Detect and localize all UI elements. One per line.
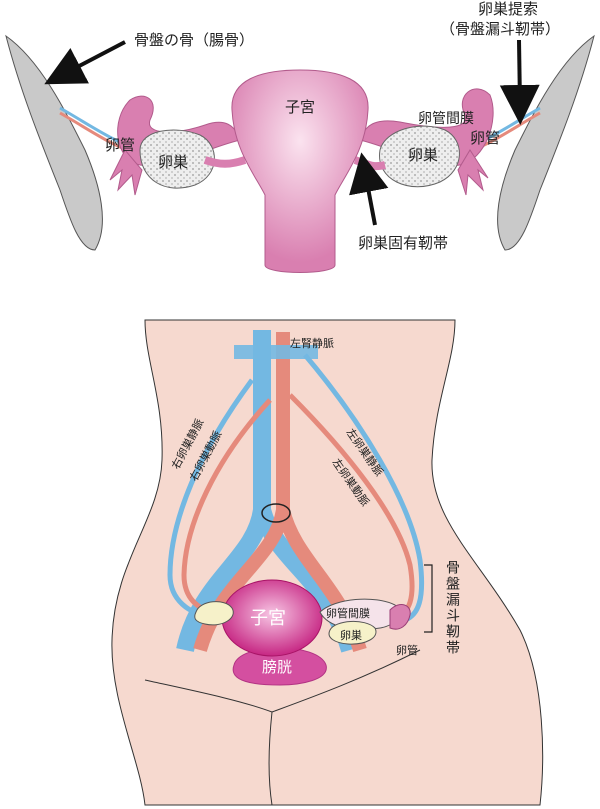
right-fimbriae (457, 149, 489, 196)
arrow-suspensory-ligament (499, 39, 540, 125)
top-figure: 骨盤の骨（腸骨） 卵巣提索 （骨盤漏斗靭帯） 子宮 卵管間膜 卵管 卵管 卵巣 … (5, 0, 595, 273)
label-uterus-bottom: 子宮 (250, 608, 286, 629)
label-ovarian-ligament: 卵巣固有靭帯 (358, 234, 448, 252)
tube-bottom (389, 604, 411, 630)
left-ovarian-artery (288, 393, 415, 620)
left-ovarian-ligament (203, 156, 247, 168)
label-pelvic-bone: 骨盤の骨（腸骨） (134, 31, 254, 49)
label-mesosalpinx-top: 卵管間膜 (418, 111, 474, 127)
right-ovarian-vein (167, 378, 255, 618)
right-ovary (379, 125, 460, 188)
label-ovary-right: 卵巣 (408, 146, 438, 164)
left-fimbriae (109, 149, 143, 196)
ovary-bottom (328, 621, 377, 645)
label-ovary-left: 卵巣 (158, 153, 188, 171)
label-bladder: 膀胱 (262, 658, 292, 676)
right-ovarian-artery (181, 398, 272, 615)
label-tube-right: 卵管 (470, 129, 500, 147)
body-silhouette (111, 319, 544, 806)
leg-divide (268, 711, 273, 806)
groin-line-left (144, 679, 273, 713)
right-pelvic-bone (497, 34, 595, 251)
arrow-ovarian-ligament (349, 152, 389, 226)
label-uterus-top: 子宮 (285, 98, 315, 116)
label-tube-bottom: 卵管 (396, 643, 418, 657)
left-pelvic-bone (5, 34, 103, 251)
label-mesosalpinx-bottom: 卵管間膜 (326, 606, 370, 620)
label-suspensory-2: （骨盤漏斗靭帯） (440, 20, 560, 38)
label-left-renal-vein: 左腎静脈 (290, 336, 334, 350)
right-ovary-bottom (194, 601, 234, 626)
groin-line-right (271, 649, 421, 713)
left-ovarian-vein (303, 353, 425, 623)
label-ovary-bottom: 卵巣 (340, 629, 362, 642)
ligament-bracket (424, 564, 433, 633)
bottom-figure: 左腎静脈 右卵巣静脈 右卵巣動脈 左卵巣静脈 左卵巣動脈 骨盤漏斗靭帯 子宮 卵… (111, 319, 544, 806)
arrow-pelvic-bone (44, 40, 126, 85)
label-suspensory-1: 卵巣提索 (478, 0, 538, 18)
aortic-ring (261, 503, 291, 523)
label-tube-left: 卵管 (105, 136, 135, 154)
label-infundibulopelvic: 骨盤漏斗靭帯 (444, 560, 460, 656)
